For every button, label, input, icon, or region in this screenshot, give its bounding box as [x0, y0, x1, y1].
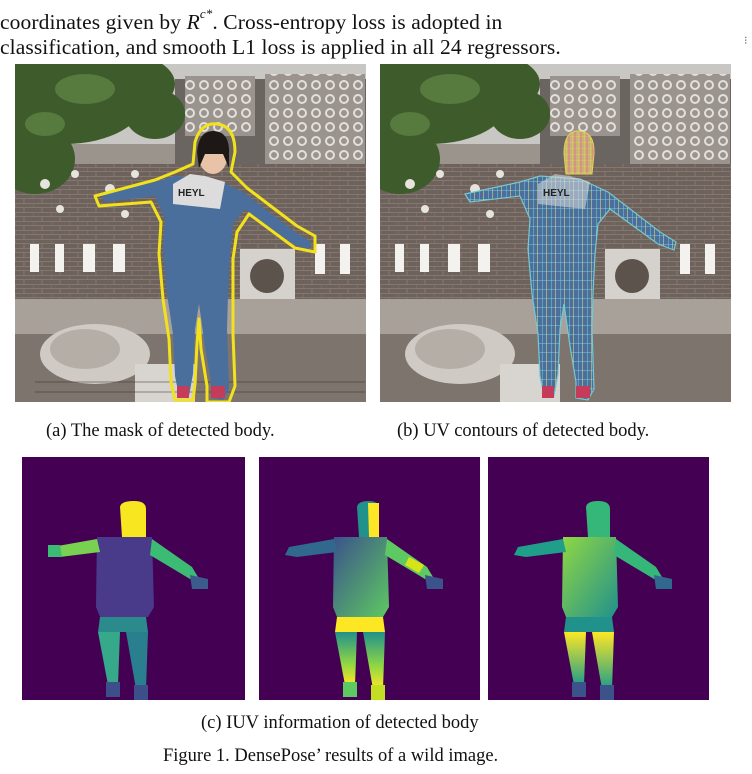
subcaption-b: (b) UV contours of detected body. [397, 421, 650, 441]
math-symbol-superscript: c* [199, 6, 213, 21]
shirt-text-b: HEYL [543, 188, 570, 199]
iuv-v-panel [488, 457, 709, 700]
math-symbol-base: R [186, 10, 200, 34]
math-symbol-r-c-star: Rc* [186, 6, 213, 34]
subcaption-a: (a) The mask of detected body. [46, 421, 275, 441]
iuv-index-panel [22, 457, 245, 700]
mask-outline [93, 122, 317, 402]
uv-contours-photo: HEYL [380, 64, 731, 402]
subcaption-c: (c) IUV information of detected body [201, 713, 479, 733]
line1-prefix: coordinates given by [0, 10, 182, 34]
paragraph-line-1: coordinates given by Rc*. Cross-entropy … [0, 6, 502, 35]
clipped-edge-mark: ⁝ [744, 35, 748, 47]
iuv-u-panel [259, 457, 480, 700]
mask-photo: HEYL [15, 64, 366, 402]
shirt-text-a: HEYL [178, 188, 205, 199]
paragraph-line-2: classification, and smooth L1 loss is ap… [0, 35, 561, 59]
line1-suffix: . Cross-entropy loss is adopted in [212, 10, 503, 34]
uv-body-grid [464, 175, 677, 401]
figure-title: Figure 1. DensePose’ results of a wild i… [163, 746, 499, 766]
uv-head-grid [563, 130, 595, 175]
